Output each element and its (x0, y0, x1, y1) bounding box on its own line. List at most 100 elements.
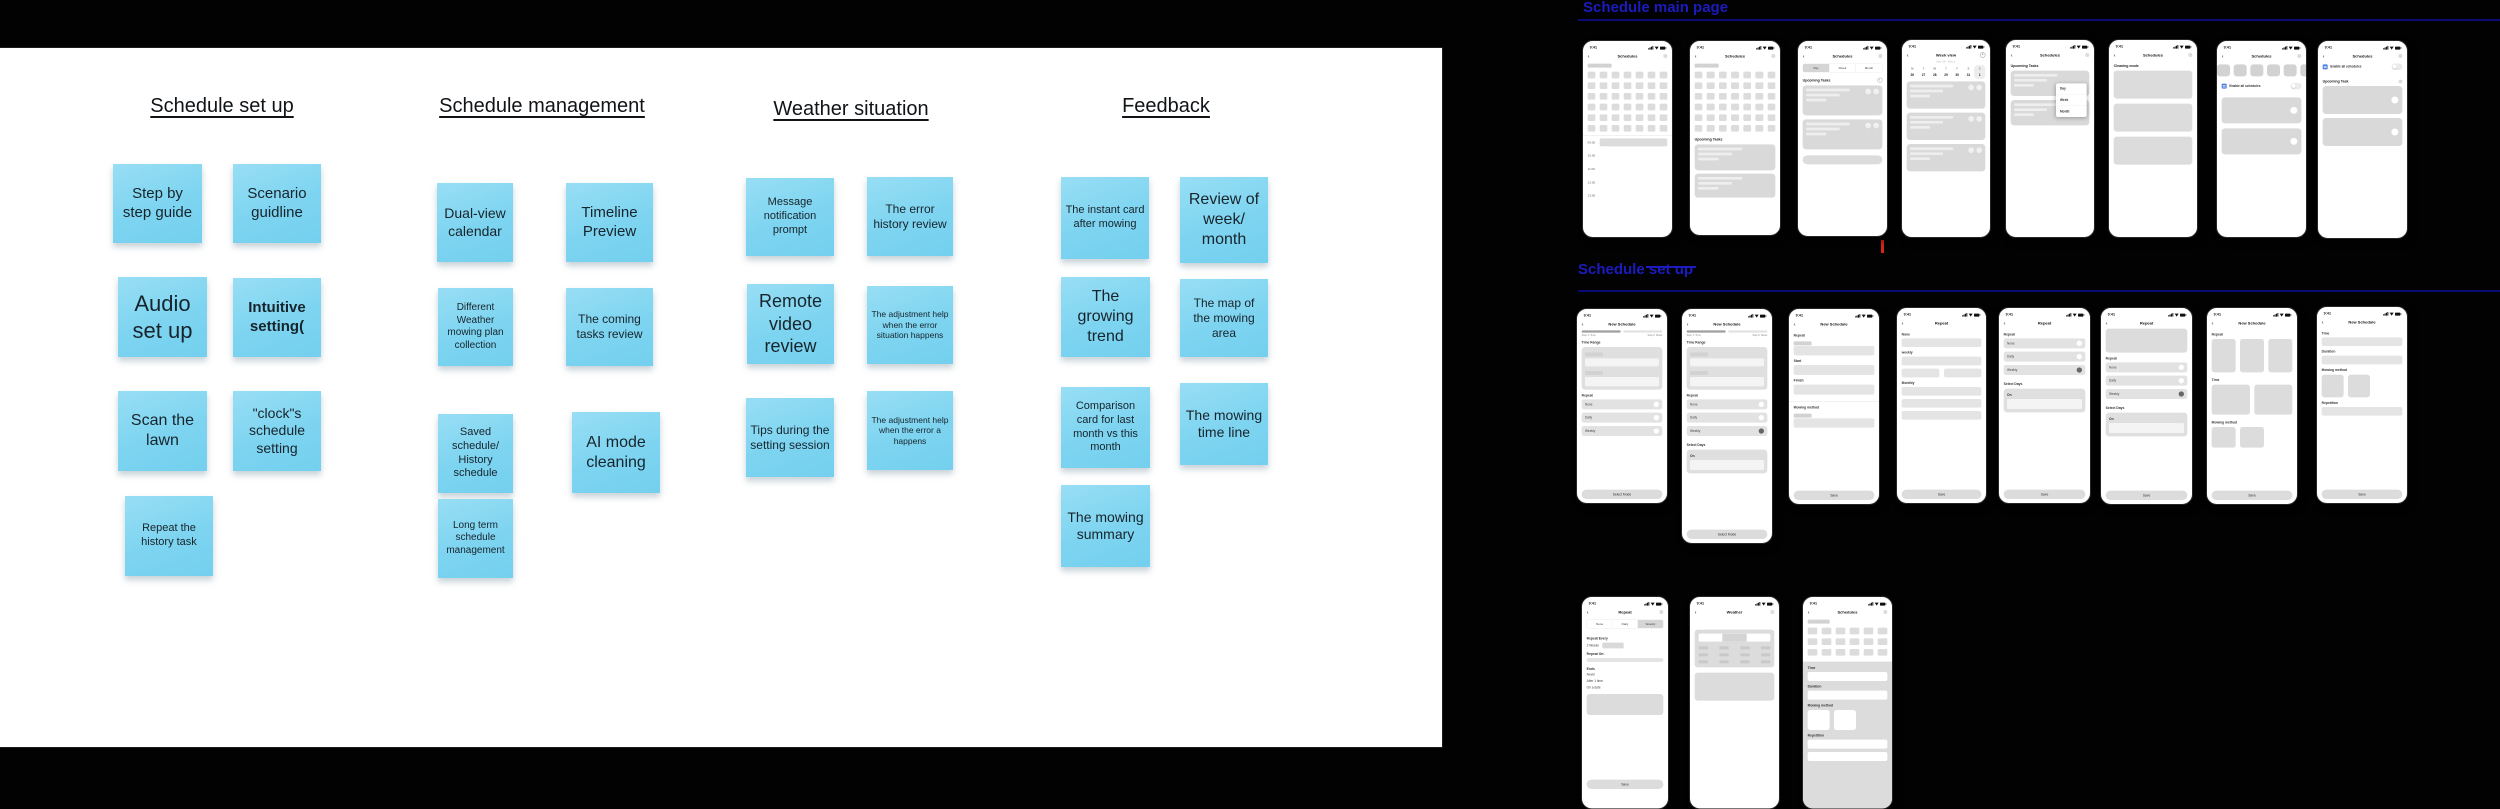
option-square[interactable] (2211, 426, 2236, 448)
date-square[interactable] (2217, 64, 2230, 77)
radio-option-none[interactable]: None (1581, 399, 1663, 410)
back-button[interactable]: ‹ (2321, 318, 2324, 326)
more-icon[interactable] (2188, 52, 2193, 57)
option-square[interactable] (2211, 384, 2250, 415)
sticky-note-the-mowing-summary[interactable]: The mowing summary (1061, 485, 1150, 567)
option-square[interactable] (2239, 426, 2264, 448)
back-button[interactable]: ‹ (2003, 319, 2006, 327)
option-square[interactable] (2254, 384, 2293, 415)
sticky-note-long-term-schedule-management[interactable]: Long term schedule management (438, 499, 513, 578)
inset-input-bar[interactable] (2006, 398, 2082, 409)
save-button[interactable]: Save (2003, 489, 2086, 499)
task-card[interactable] (2221, 128, 2302, 155)
radio-option-daily[interactable]: Daily (1581, 412, 1663, 423)
back-button[interactable]: ‹ (1694, 52, 1697, 60)
sticky-note-the-adjustment-help-when-the-error-situation-happens[interactable]: The adjustment help when the error situa… (867, 286, 953, 364)
input-bar[interactable] (1793, 418, 1875, 428)
date-square[interactable] (2266, 64, 2280, 77)
phone-weather-17[interactable]: 9:41‹Weather (1689, 596, 1780, 809)
inset-input-bar[interactable] (2109, 422, 2184, 433)
back-button[interactable]: ‹ (1581, 320, 1584, 328)
date-31[interactable]: 31 (1966, 73, 1971, 77)
more-icon[interactable] (2297, 53, 2302, 58)
sticky-note-review-of-week-month[interactable]: Review of week/ month (1180, 177, 1268, 263)
input-bar[interactable] (1901, 338, 1982, 347)
select-mode-button[interactable]: Select Mode (1581, 489, 1663, 499)
more-icon[interactable] (1770, 609, 1775, 614)
content-block[interactable] (1694, 672, 1775, 701)
input-bar[interactable] (1807, 690, 1888, 700)
more-icon[interactable] (1771, 53, 1776, 58)
input-bar[interactable] (2321, 355, 2403, 365)
radio-option-weekly[interactable]: Weekly (2105, 388, 2188, 399)
tab-month[interactable]: Month (1855, 63, 1882, 72)
input-bar[interactable] (1807, 671, 1888, 681)
task-card[interactable] (1694, 144, 1776, 171)
date-square[interactable] (2250, 64, 2264, 77)
more-icon[interactable] (2085, 52, 2090, 57)
sticky-note-the-error-history-review[interactable]: The error history review (867, 177, 953, 256)
content-block[interactable] (2113, 136, 2193, 165)
event-bar[interactable] (1599, 138, 1668, 147)
date-27[interactable]: 27 (1921, 73, 1926, 77)
target-icon[interactable] (1877, 77, 1883, 83)
section-title-schedule-set-up[interactable]: Schedule set up (1578, 261, 1694, 278)
sticky-note-different-weather-mowing-plan-collection[interactable]: Different Weather mowing plan collection (438, 288, 513, 366)
save-button[interactable]: Save (2105, 490, 2188, 500)
task-card[interactable] (2221, 97, 2302, 124)
back-button[interactable]: ‹ (1802, 52, 1805, 60)
date-square[interactable] (2283, 64, 2297, 77)
option-square[interactable] (1807, 709, 1830, 730)
value-box[interactable] (1602, 642, 1624, 649)
inset-input-bar[interactable] (1584, 376, 1659, 387)
save-button[interactable]: Save (1586, 779, 1664, 789)
date-square[interactable] (2300, 64, 2306, 77)
back-button[interactable]: ‹ (1586, 608, 1589, 616)
back-button[interactable]: ‹ (1587, 52, 1590, 60)
input-bar[interactable] (1943, 368, 1982, 378)
save-button[interactable]: Save (2321, 489, 2403, 499)
sticky-note-the-instant-card-after-mowing[interactable]: The instant card after mowing (1061, 177, 1149, 259)
back-button[interactable]: ‹ (2211, 319, 2214, 327)
back-button[interactable]: ‹ (1694, 608, 1697, 616)
task-card[interactable] (1906, 112, 1986, 140)
input-bar[interactable] (2321, 337, 2403, 346)
date-30[interactable]: 30 (1955, 73, 1959, 77)
radio-option-none[interactable]: None (2003, 338, 2086, 349)
tab-daily[interactable]: Daily (1612, 619, 1638, 628)
back-button[interactable]: ‹ (1686, 320, 1689, 328)
save-button[interactable]: Save (1901, 489, 1982, 499)
task-card[interactable] (2322, 117, 2403, 146)
back-button[interactable]: ‹ (2322, 52, 2325, 60)
input-bar[interactable] (2321, 406, 2403, 416)
task-card[interactable] (1802, 85, 1883, 116)
date-square[interactable] (2233, 64, 2247, 77)
option-never[interactable]: Never (1586, 672, 1596, 677)
option-square[interactable] (2268, 338, 2293, 373)
column-title-weather-situation[interactable]: Weather situation (773, 98, 929, 120)
dot-icon[interactable] (2398, 79, 2403, 84)
more-icon[interactable] (1659, 609, 1664, 614)
tab-week[interactable]: Week (1829, 63, 1856, 72)
tab-none[interactable]: None (1587, 619, 1613, 628)
input-bar[interactable] (1807, 739, 1888, 749)
option-on-a-date[interactable]: On a date (1586, 685, 1601, 690)
back-button[interactable]: ‹ (2105, 319, 2108, 327)
option-square[interactable] (2239, 338, 2264, 373)
inset-input-bar[interactable] (1689, 358, 1764, 367)
option-square[interactable] (1833, 709, 1856, 730)
more-icon[interactable] (1883, 609, 1888, 614)
back-button[interactable]: ‹ (1901, 319, 1904, 327)
input-bar[interactable] (1901, 410, 1982, 420)
menu-item-month[interactable]: Month (2059, 109, 2070, 114)
